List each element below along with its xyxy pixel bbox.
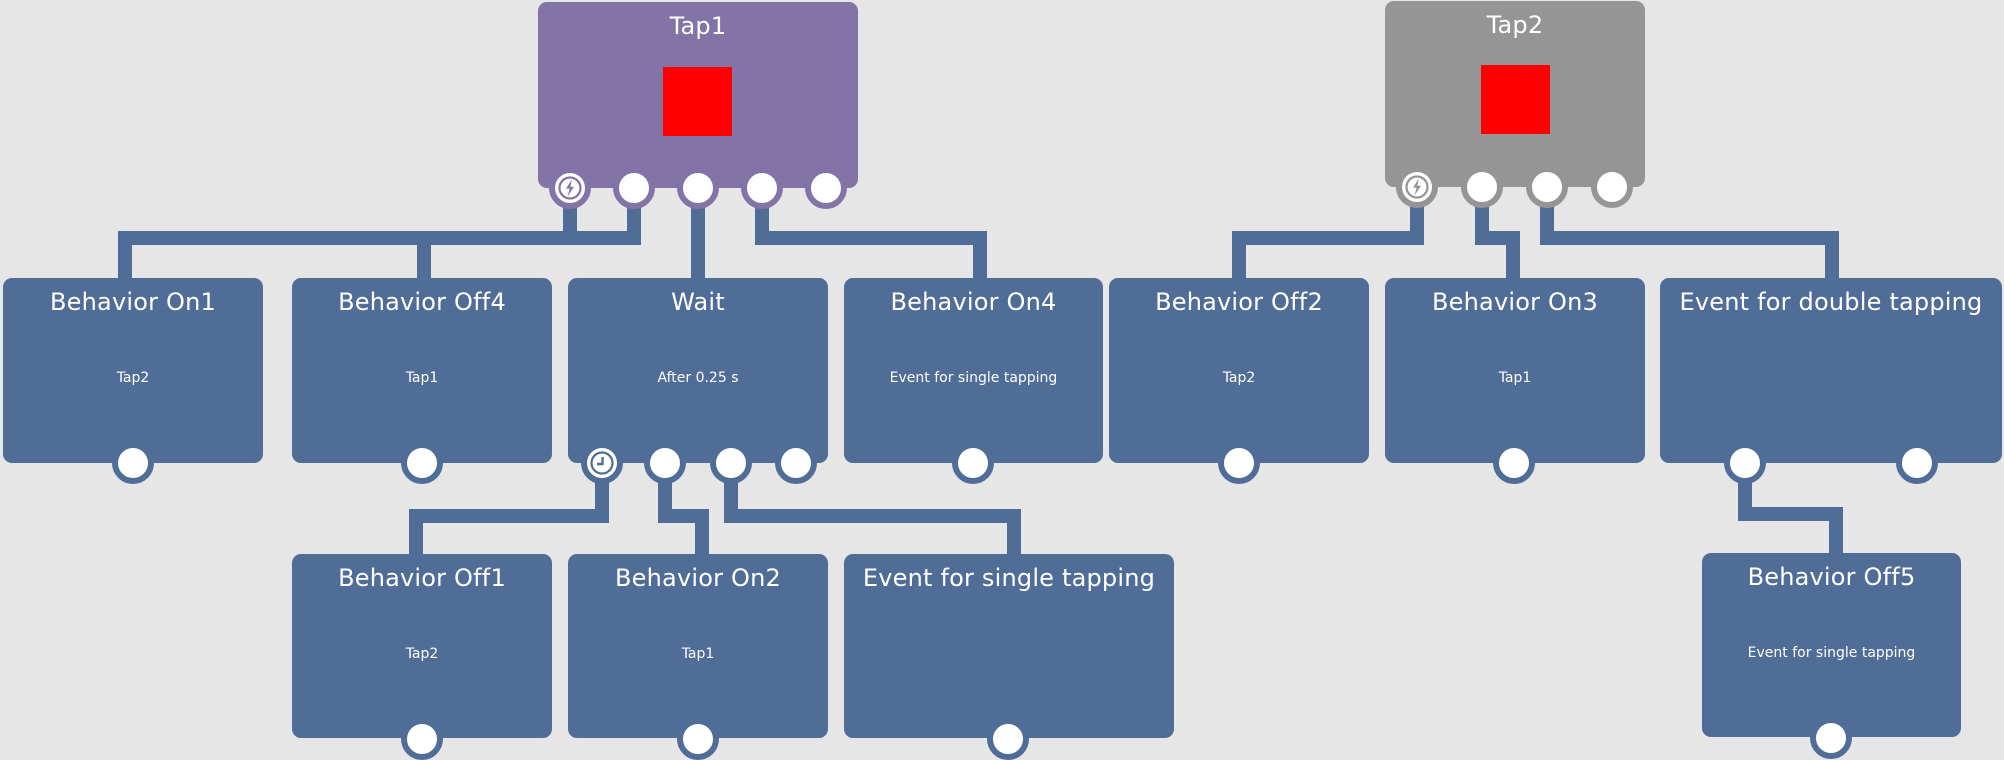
node-title: Behavior On2 [615,564,781,592]
behavior-off4-node[interactable]: Behavior Off4 Tap1 [292,278,552,463]
tap1-output-port-4[interactable] [805,167,847,209]
event-single-output-port[interactable] [987,718,1029,760]
node-target: Tap2 [116,370,150,386]
wire-tap2-behavior-off2 [1232,187,1424,278]
tap2-output-port-2[interactable] [1526,166,1568,208]
node-title: Behavior Off2 [1155,288,1323,316]
color-swatch [663,67,732,136]
node-target: Tap1 [1498,370,1532,386]
tap1-output-port-1[interactable] [613,167,655,209]
node-title: Wait [671,288,725,316]
wire-tap1-behavior-on1 [118,188,577,278]
behavior-off2-node[interactable]: Behavior Off2 Tap2 [1109,278,1369,463]
node-target: Tap1 [681,646,715,662]
event-double-output-port-2[interactable] [1896,442,1938,484]
tap2-node[interactable]: Tap2 [1385,1,1645,187]
behavior-off5-node[interactable]: Behavior Off5 Event for single tapping [1702,553,1961,737]
behavior-off4-output-port[interactable] [401,442,443,484]
clock-icon [587,448,617,478]
event-double-tapping-node[interactable]: Event for double tapping [1660,278,2002,463]
lightning-icon [555,173,585,203]
wire-tap2-event-double [1540,187,1839,278]
node-target: Tap2 [1222,370,1256,386]
node-title: Behavior On4 [890,288,1057,316]
wire-tap1-behavior-off4 [417,188,641,278]
tap1-node[interactable]: Tap1 [538,2,858,188]
color-swatch [1481,65,1550,134]
node-target: Tap2 [405,646,439,662]
behavior-on2-node[interactable]: Behavior On2 Tap1 [568,554,828,738]
behavior-off1-node[interactable]: Behavior Off1 Tap2 [292,554,552,738]
node-target: Tap1 [405,370,439,386]
behavior-on3-node[interactable]: Behavior On3 Tap1 [1385,278,1645,463]
tap2-trigger-port[interactable] [1396,166,1438,208]
node-title: Behavior On1 [50,288,216,316]
event-single-tapping-node[interactable]: Event for single tapping [844,554,1174,738]
node-detail: After 0.25 s [657,370,739,386]
behavior-off2-output-port[interactable] [1218,442,1260,484]
node-target: Event for single tapping [889,370,1058,386]
wire-wait-behavior-off1 [409,463,609,554]
node-title: Behavior Off4 [338,288,506,316]
tap2-output-port-1[interactable] [1461,166,1503,208]
wait-node[interactable]: Wait After 0.25 s [568,278,828,463]
behavior-on2-output-port[interactable] [677,718,719,760]
event-double-output-port-1[interactable] [1724,442,1766,484]
wait-output-port-2[interactable] [710,442,752,484]
behavior-on1-node[interactable]: Behavior On1 Tap2 [3,278,263,463]
node-title: Behavior Off1 [338,564,506,592]
node-title: Event for double tapping [1679,288,1983,316]
tap2-output-port-3[interactable] [1591,166,1633,208]
wait-timer-port[interactable] [581,442,623,484]
node-target: Event for single tapping [1747,645,1916,661]
behavior-off1-output-port[interactable] [401,718,443,760]
behavior-on3-output-port[interactable] [1493,442,1535,484]
behavior-on4-node[interactable]: Behavior On4 Event for single tapping [844,278,1103,463]
tap1-output-port-3[interactable] [741,167,783,209]
behavior-on1-output-port[interactable] [112,442,154,484]
node-title: Event for single tapping [862,564,1156,592]
tap1-trigger-port[interactable] [549,167,591,209]
node-title: Behavior Off5 [1747,563,1916,591]
wait-output-port-1[interactable] [644,442,686,484]
wire-tap1-behavior-on4 [755,188,987,278]
wait-output-port-3[interactable] [775,442,817,484]
behavior-on4-output-port[interactable] [952,442,994,484]
node-title: Tap2 [1486,11,1544,39]
node-title: Behavior On3 [1432,288,1598,316]
tap1-output-port-2[interactable] [677,167,719,209]
behavior-off5-output-port[interactable] [1810,717,1852,759]
lightning-icon [1402,172,1432,202]
node-title: Tap1 [669,12,727,40]
